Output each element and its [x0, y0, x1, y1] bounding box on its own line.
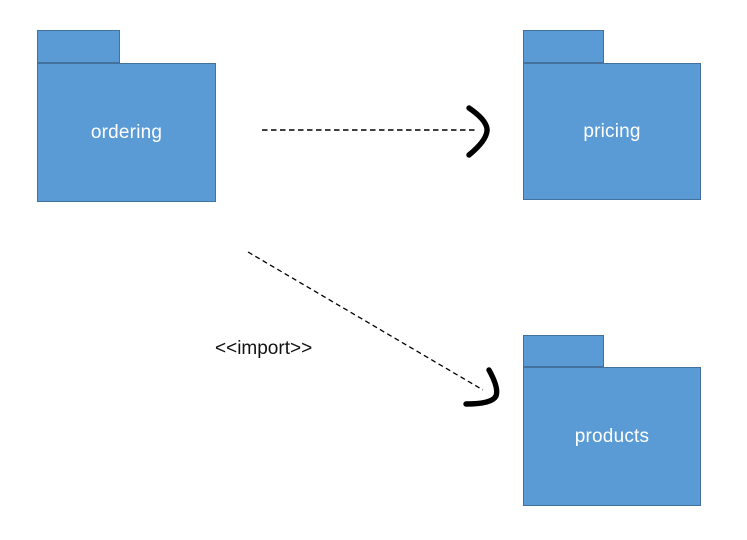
package-ordering-tab — [37, 30, 120, 63]
edge-ordering-to-pricing — [262, 105, 490, 158]
edge-label-import: <<import>> — [215, 338, 313, 359]
package-ordering-label: ordering — [90, 122, 163, 143]
package-products-label: products — [574, 426, 650, 447]
package-products-body: products — [523, 367, 701, 506]
package-pricing-body: pricing — [523, 63, 701, 200]
package-ordering-body: ordering — [37, 63, 216, 202]
edge-ordering-to-products-line — [247, 251, 484, 391]
package-products-tab — [523, 335, 604, 367]
package-pricing-label: pricing — [583, 121, 641, 142]
package-pricing-tab — [523, 30, 604, 63]
edge-ordering-to-products-arrowhead — [463, 367, 500, 407]
edge-ordering-to-pricing-arrowhead — [466, 105, 490, 158]
edge-ordering-to-products — [247, 251, 500, 407]
